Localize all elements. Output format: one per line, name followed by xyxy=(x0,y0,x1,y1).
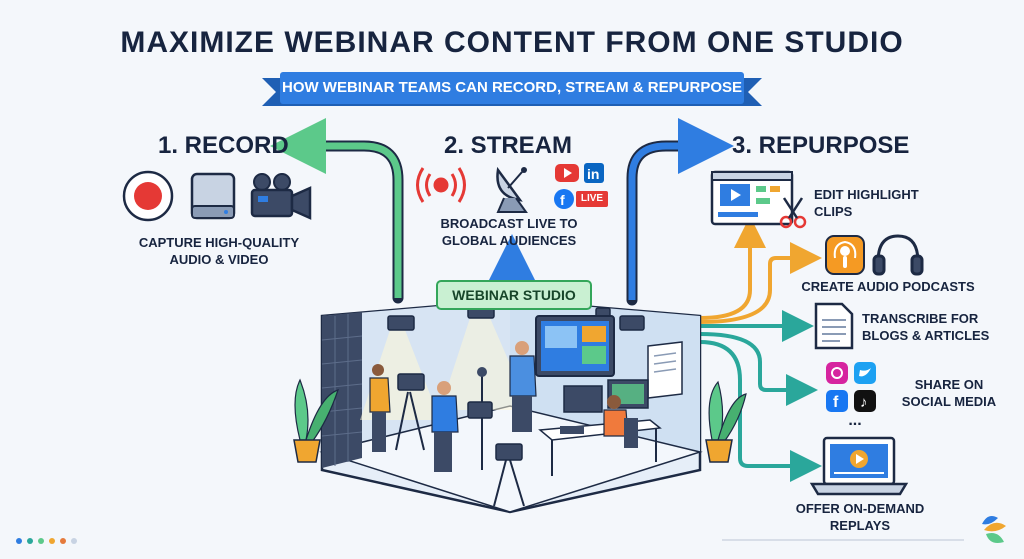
webinar-studio-label: WEBINAR STUDIO xyxy=(436,280,592,310)
scissors-icon xyxy=(779,197,807,229)
stream-heading: 2. STREAM xyxy=(444,132,573,159)
more-indicator: ... xyxy=(848,412,862,429)
output-transcribe: TRANSCRIBE FOR BLOGS & ARTICLES xyxy=(862,311,990,343)
video-camera-icon xyxy=(250,173,312,220)
repurpose-heading: 3. REPURPOSE xyxy=(732,132,910,159)
subtitle-banner: HOW WEBINAR TEAMS CAN RECORD, STREAM & R… xyxy=(262,70,762,108)
headphones-icon xyxy=(872,234,924,276)
repurpose-arrow xyxy=(626,118,734,306)
record-caption: CAPTURE HIGH-QUALITY AUDIO & VIDEO xyxy=(138,235,300,267)
plant-left-icon xyxy=(293,378,339,463)
output-replays: OFFER ON-DEMAND REPLAYS xyxy=(795,501,925,533)
studio-room xyxy=(319,298,703,514)
subtitle-text: HOW WEBINAR TEAMS CAN RECORD, STREAM & R… xyxy=(280,72,744,104)
record-arrow xyxy=(270,118,404,304)
record-heading: 1. RECORD xyxy=(158,132,289,159)
linkedin-icon: in xyxy=(584,163,604,183)
svg-text:in: in xyxy=(587,166,599,182)
broadcast-signal-icon xyxy=(416,167,466,203)
record-button-icon xyxy=(122,170,174,222)
output-social: SHARE ON SOCIAL MEDIA xyxy=(901,377,997,409)
stream-caption: BROADCAST LIVE TO GLOBAL AUDIENCES xyxy=(440,216,578,248)
video-editor-icon xyxy=(710,170,794,226)
live-badge: LIVE xyxy=(576,191,608,207)
facebook-icon: f xyxy=(554,189,574,209)
laptop-replay-icon xyxy=(809,436,909,496)
output-podcasts: CREATE AUDIO PODCASTS xyxy=(801,279,975,294)
decorative-dots xyxy=(16,538,77,544)
satellite-dish-icon xyxy=(496,166,528,213)
hard-drive-icon xyxy=(190,172,236,220)
document-icon xyxy=(814,302,854,350)
output-arrows xyxy=(699,216,822,482)
output-edit-clips: EDIT HIGHLIGHT CLIPS xyxy=(814,187,919,219)
plant-right-icon xyxy=(705,380,747,463)
podcast-icon xyxy=(825,235,865,275)
social-media-icon: f ♪ xyxy=(826,362,876,412)
youtube-icon xyxy=(555,164,579,182)
svg-text:f: f xyxy=(833,394,839,411)
svg-text:♪: ♪ xyxy=(860,394,868,411)
logo-icon xyxy=(982,516,1006,543)
svg-text:f: f xyxy=(560,192,565,208)
page-title: MAXIMIZE WEBINAR CONTENT FROM ONE STUDIO xyxy=(120,26,904,59)
